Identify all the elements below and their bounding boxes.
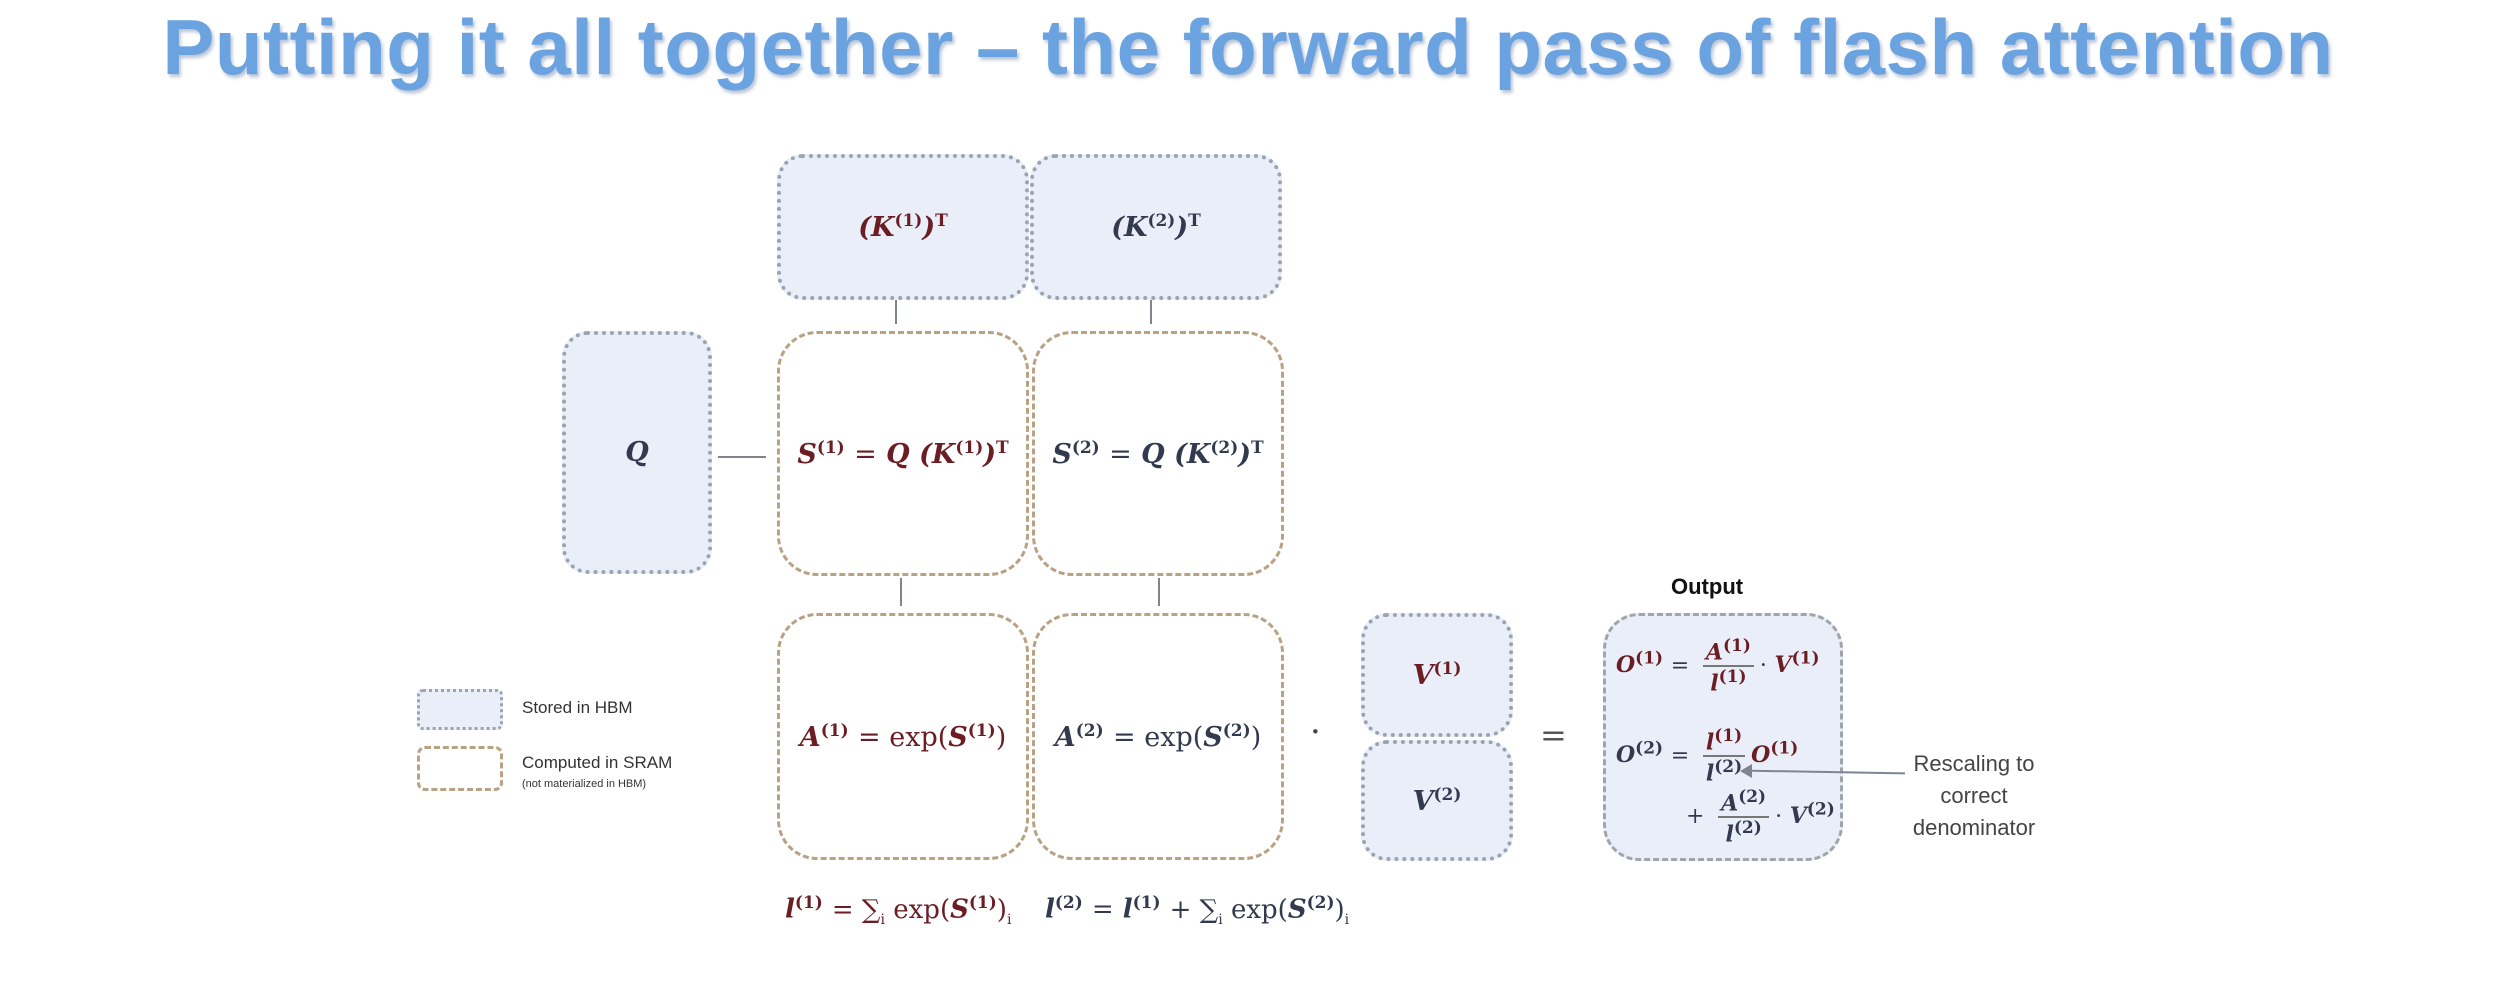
s1-block: S(1) = Q (K(1))T: [777, 331, 1029, 576]
arrow-s1-to-a1: [900, 578, 902, 606]
k1-block: (K(1))T: [777, 154, 1029, 300]
s1-formula: S(1) = Q (K(1))T: [797, 437, 1009, 470]
a1-formula: A(1) = exp(S(1)): [799, 720, 1007, 753]
rescaling-arrowhead: [1740, 764, 1752, 778]
k1-formula: (K(1))T: [858, 211, 948, 243]
output-block: O(1) = A(1)l(1)· V(1) O(2) = l(1)l(2)O(1…: [1603, 613, 1843, 861]
equals-operator: =: [1540, 716, 1567, 754]
a1-block: A(1) = exp(S(1)): [777, 613, 1029, 860]
annotation-line1: Rescaling to: [1913, 751, 2035, 776]
k2-formula: (K(2))T: [1111, 211, 1201, 243]
arrow-q-to-s1: [718, 456, 766, 458]
dot-operator: ·: [1310, 712, 1321, 752]
l2-formula: l(2) = l(1) + ∑i exp(S(2))i: [1045, 893, 1350, 928]
q-block: Q: [562, 331, 712, 574]
legend-sram-note: (not materialized in HBM): [522, 778, 647, 790]
arrow-s2-to-a2: [1158, 578, 1160, 606]
o1-formula: O(1) = A(1)l(1)· V(1): [1616, 636, 1820, 697]
a2-block: A(2) = exp(S(2)): [1032, 613, 1284, 860]
v1-formula: V(1): [1412, 659, 1462, 691]
k2-block: (K(2))T: [1030, 154, 1282, 300]
v2-block: V(2): [1361, 740, 1513, 861]
annotation-line3: denominator: [1912, 815, 2036, 840]
slide-title: Putting it all together – the forward pa…: [162, 3, 2334, 91]
v1-block: V(1): [1361, 613, 1513, 737]
annotation-line2: correct: [1940, 783, 2008, 808]
legend-hbm-label: Stored in HBM: [522, 698, 633, 717]
legend-sram-label: Computed in SRAM: [522, 753, 673, 772]
arrow-k1-to-s1: [895, 300, 897, 324]
a2-formula: A(2) = exp(S(2)): [1054, 720, 1262, 753]
rescaling-annotation: Rescaling to correct denominator: [1894, 748, 2054, 844]
v2-formula: V(2): [1412, 784, 1462, 817]
o2-formula: O(2) = l(1)l(2)O(1) + A(2)l(2)· V(2): [1616, 726, 1835, 848]
arrow-k2-to-s2: [1150, 300, 1152, 324]
legend-sram-swatch: [417, 746, 503, 791]
s2-formula: S(2) = Q (K(2))T: [1052, 437, 1264, 470]
s2-block: S(2) = Q (K(2))T: [1032, 331, 1284, 576]
legend-hbm-swatch: [417, 689, 503, 730]
l1-formula: l(1) = ∑i exp(S(1))i: [785, 893, 1012, 928]
output-label: Output: [1671, 574, 1744, 599]
q-label: Q: [625, 437, 649, 468]
